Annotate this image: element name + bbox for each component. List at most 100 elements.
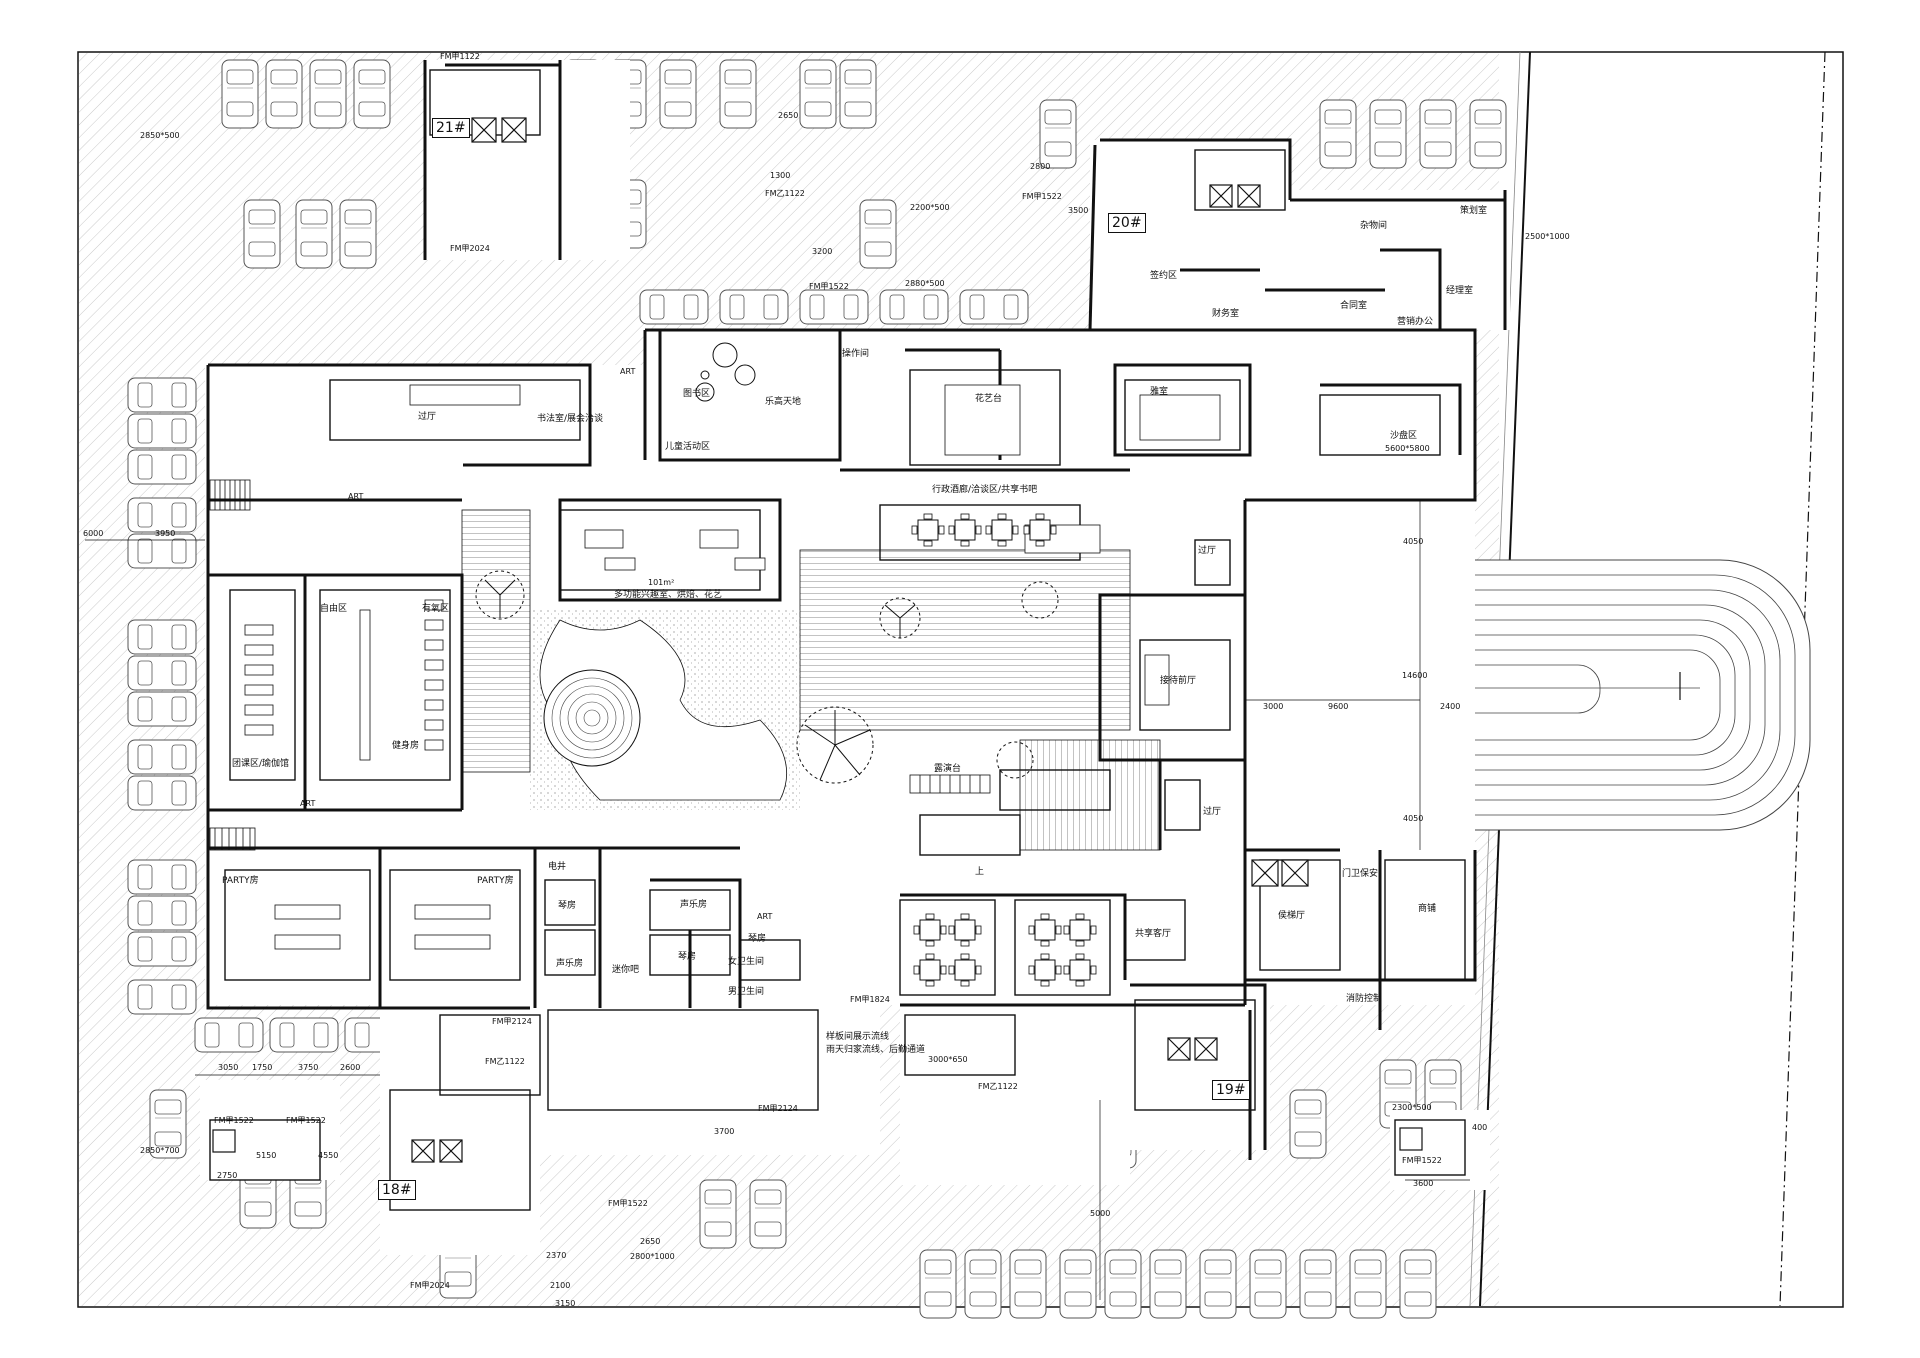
guard-label: 门卫保安: [1342, 869, 1379, 879]
dim-2800: 2800: [1030, 162, 1051, 171]
dim-1750: 1750: [252, 1063, 273, 1072]
dim-3600: 3600: [1413, 1179, 1434, 1188]
party-left-label: PARTY房: [222, 876, 259, 886]
female-wc-label: 女卫生间: [728, 957, 765, 967]
dim-3050: 3050: [218, 1063, 239, 1072]
piano-room-1: 琴房: [558, 901, 577, 911]
door-fm2024-top: FM甲2024: [450, 244, 490, 253]
lego-label: 乐高天地: [765, 397, 802, 407]
door-fm1122-a: FM乙1122: [765, 189, 805, 198]
door-fm1122-top: FM甲1122: [440, 52, 480, 61]
children-area-label: 儿童活动区: [665, 442, 711, 452]
dim-2650x500: 2650: [778, 111, 799, 120]
operation-room-label: 操作间: [842, 349, 870, 359]
building-18-tag: 18#: [378, 1180, 416, 1200]
up-arrow-label: 上: [975, 867, 985, 877]
door-fm2124-a: FM甲2124: [758, 1104, 798, 1113]
dim-2300x500: 2300*500: [1392, 1103, 1432, 1112]
door-fm1522-d: FM甲1522: [286, 1116, 326, 1125]
wood-deck-right: [1019, 739, 1161, 851]
dim-2200x500: 2200*500: [910, 203, 950, 212]
elegant-room-label: 雅室: [1150, 387, 1169, 397]
hall-right-top-label: 过厅: [1198, 546, 1217, 556]
dim-2370: 2370: [546, 1251, 567, 1260]
dim-5000: 5000: [1090, 1209, 1111, 1218]
rain-return-label: 雨天归家流线、后勤通道: [826, 1045, 926, 1055]
art-label-2: ART: [348, 492, 364, 501]
exec-lounge-label: 行政酒廊/洽谈区/共享书吧: [932, 485, 1038, 495]
door-fm1122-b: FM乙1122: [978, 1082, 1018, 1091]
dim-2800x1000: 2800*1000: [630, 1252, 675, 1261]
dim-2500x1000: 2500*1000: [1525, 232, 1570, 241]
dim-4050-b: 4050: [1403, 814, 1424, 823]
door-fm2024-bot: FM甲2024: [410, 1281, 450, 1290]
sales-office-label: 营销办公: [1397, 317, 1434, 327]
finance-label: 财务室: [1212, 309, 1240, 319]
shop-label: 商铺: [1418, 904, 1437, 914]
building-20-tag: 20#: [1108, 213, 1146, 233]
door-fm1522-e: FM甲1522: [1402, 1156, 1442, 1165]
dim-2400: 2400: [1440, 702, 1461, 711]
elec-well-label: 电井: [548, 862, 567, 872]
door-fm1522-f: FM甲1522: [608, 1199, 648, 1208]
party-right-label: PARTY房: [477, 876, 514, 886]
door-fm1522-b: FM甲1522: [809, 282, 849, 291]
stairs: [209, 479, 991, 851]
free-zone-label: 自由区: [320, 604, 348, 614]
door-fm1824: FM甲1824: [850, 995, 890, 1004]
furniture: [244, 384, 1221, 950]
art-label-3: ART: [300, 799, 316, 808]
dim-3200: 3200: [812, 247, 833, 256]
dim-5150: 5150: [256, 1151, 277, 1160]
tree-symbols: [475, 570, 1059, 784]
door-fm2124-b: FM甲2124: [492, 1017, 532, 1026]
partitions: [209, 69, 1466, 1211]
gym-label: 健身房: [392, 741, 420, 751]
dim-3500: 3500: [1068, 206, 1089, 215]
dim-2650: 2650: [640, 1237, 661, 1246]
hall-right-bottom-label: 过厅: [1203, 807, 1222, 817]
dim-2850x700: 2850*700: [140, 1146, 180, 1155]
mini-bar-label: 迷你吧: [612, 965, 640, 975]
waiting-hall-label: 侯梯厅: [1278, 911, 1306, 921]
sand-table-size: 5600*5800: [1385, 444, 1430, 453]
library-label: 图书区: [683, 389, 711, 399]
flower-table-label: 花艺台: [975, 394, 1003, 404]
art-label-1: ART: [620, 367, 636, 376]
dim-4550: 4550: [318, 1151, 339, 1160]
building-21-tag: 21#: [432, 118, 470, 138]
dimension-lines: [85, 500, 1470, 1300]
dim-2100: 2100: [550, 1281, 571, 1290]
dim-3150: 3150: [555, 1299, 576, 1308]
signing-label: 签约区: [1150, 271, 1178, 281]
wood-deck-center: [799, 549, 1131, 731]
hall-top-label: 过厅: [418, 412, 437, 422]
dim-3000x650: 3000*650: [928, 1055, 968, 1064]
yoga-label: 团课区/瑜伽馆: [232, 759, 290, 769]
manager-label: 经理室: [1446, 286, 1474, 296]
reception-label: 接待前厅: [1160, 676, 1197, 686]
calligraphy-label: 书法室/展会洽谈: [537, 414, 604, 424]
dim-4050-a: 4050: [1403, 537, 1424, 546]
circle-sculpture: [543, 669, 641, 767]
walls: [206, 60, 1507, 1160]
dim-3750: 3750: [298, 1063, 319, 1072]
planning-label: 策划室: [1460, 206, 1488, 216]
dim-2750: 2750: [217, 1171, 238, 1180]
dim-1300: 1300: [770, 171, 791, 180]
aerobic-label: 有氧区: [422, 604, 450, 614]
multi-room-label: 多功能兴趣室、烘焙、花艺: [614, 590, 723, 600]
dim-3000: 3000: [1263, 702, 1284, 711]
elevator-cores: [212, 117, 1423, 1163]
sand-table-label: 沙盘区: [1390, 431, 1418, 441]
dim-2880x500: 2880*500: [905, 279, 945, 288]
showroom-flow-label: 样板间展示流线: [826, 1032, 890, 1042]
dim-3950: 3950: [155, 529, 176, 538]
drawing-frame: [77, 51, 1844, 1308]
dim-400: 400: [1472, 1123, 1488, 1132]
dim-14600: 14600: [1402, 671, 1428, 680]
dim-6000: 6000: [83, 529, 104, 538]
vocal-room-1: 声乐房: [680, 900, 708, 910]
shared-guest-label: 共享客厅: [1135, 929, 1172, 939]
